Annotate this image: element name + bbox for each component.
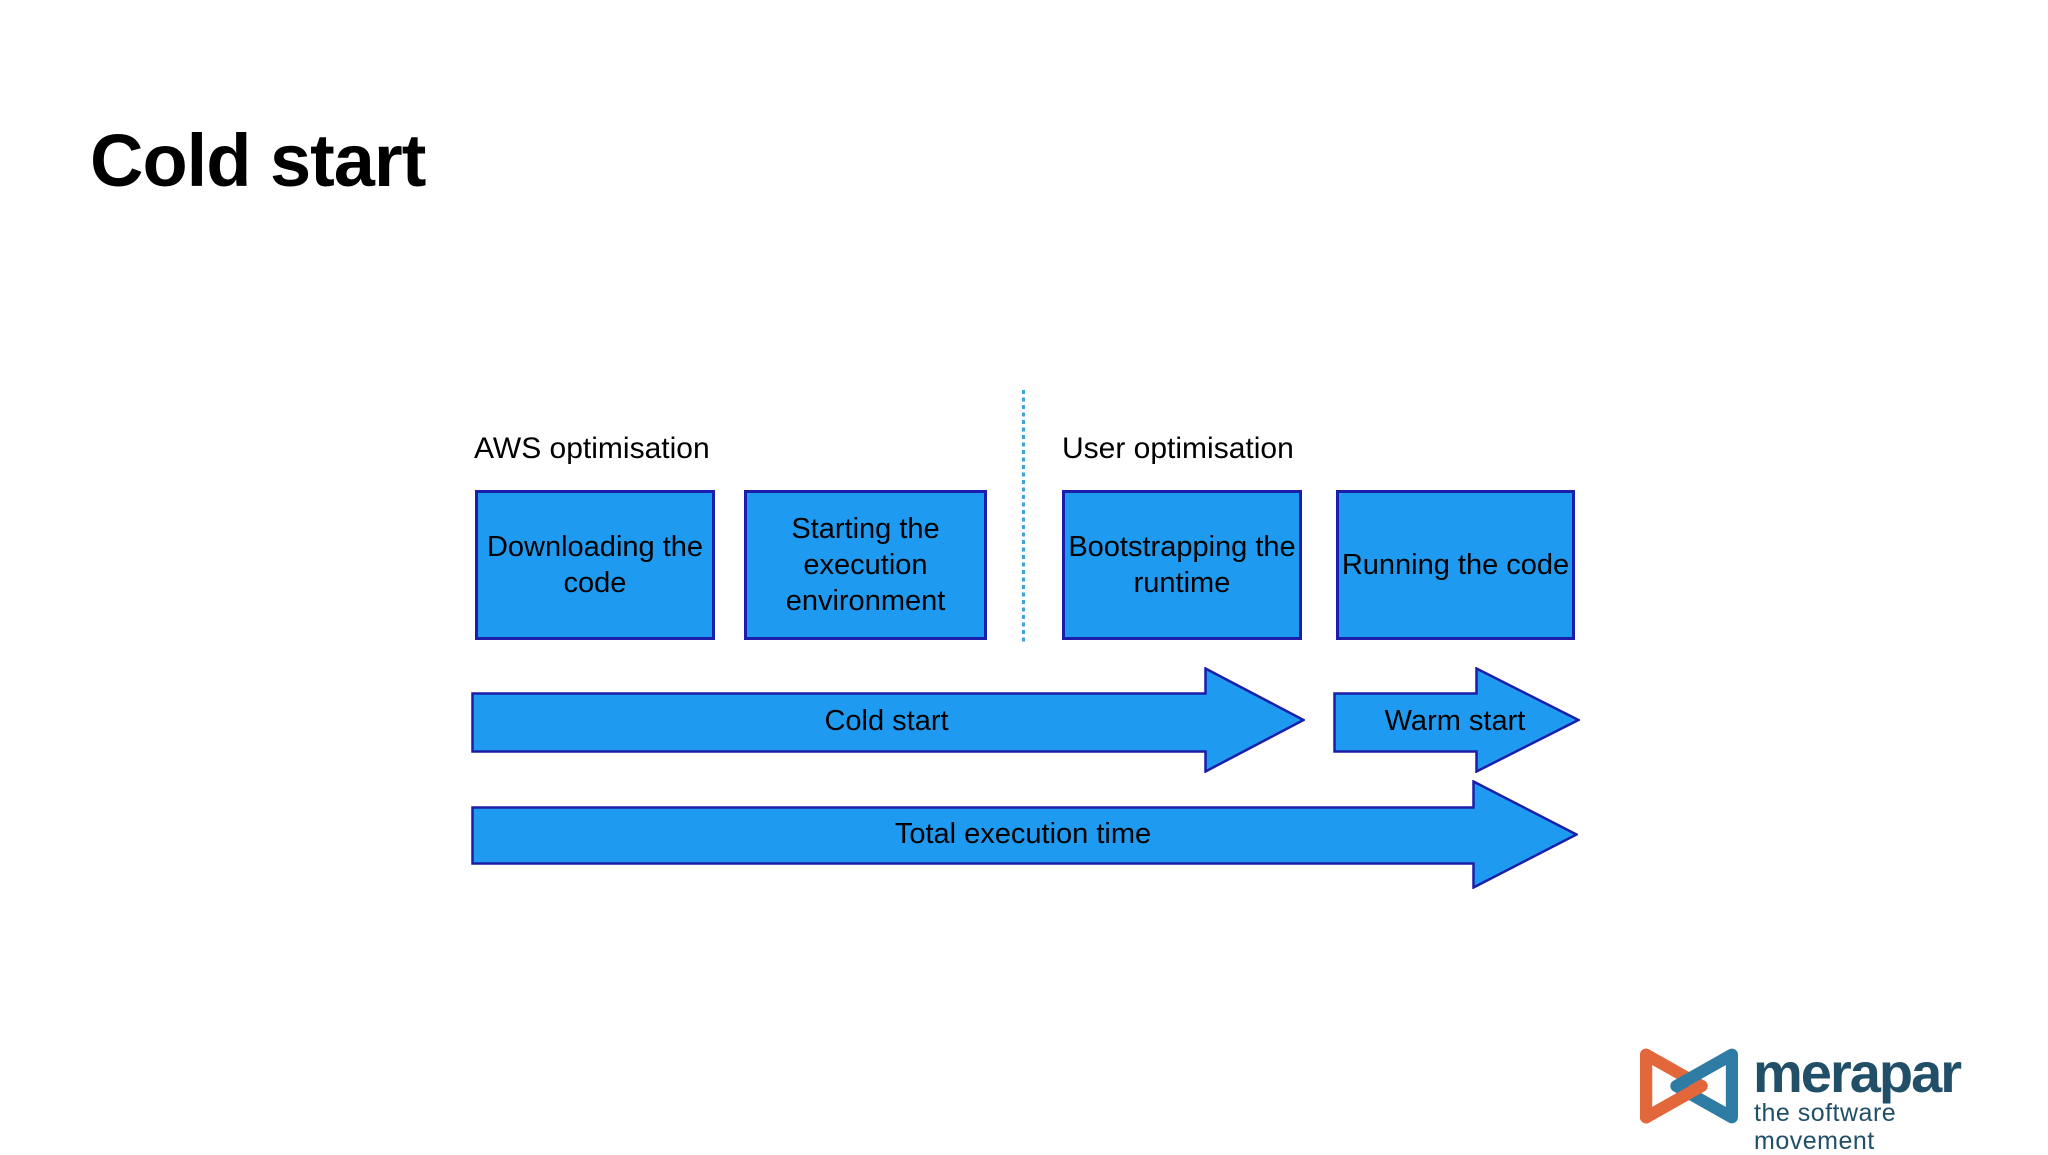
merapar-logo: merapar the software movement: [1637, 1041, 2017, 1155]
total-execution-time-arrow-label: Total execution time: [894, 817, 1152, 850]
merapar-logo-icon: [1640, 1048, 1738, 1124]
merapar-tagline-text: the software movement: [1754, 1099, 1897, 1155]
section-divider-dashed-line: [1022, 390, 1025, 645]
phase-box-downloading-code: Downloading the code: [475, 490, 715, 640]
merapar-brand-text: merapar: [1753, 1041, 1962, 1104]
section-label-aws-optimisation: AWS optimisation: [474, 432, 710, 465]
warm-start-arrow: [1333, 667, 1580, 773]
phase-box-label: Starting the execution environment: [785, 513, 946, 617]
total-execution-time-arrow: [471, 780, 1578, 889]
phase-box-running-code: Running the code: [1336, 490, 1575, 640]
page-title: Cold start: [90, 119, 426, 202]
section-label-user-optimisation: User optimisation: [1062, 432, 1294, 465]
phase-box-label: Running the code: [1341, 549, 1570, 581]
right-arrow-shape: [471, 780, 1578, 889]
phase-box-label: Bootstrapping the runtime: [1068, 531, 1296, 599]
warm-start-arrow-label: Warm start: [1384, 704, 1526, 737]
right-arrow-shape: [471, 667, 1305, 773]
phase-box-bootstrapping-runtime: Bootstrapping the runtime: [1062, 490, 1302, 640]
cold-start-arrow-label: Cold start: [824, 704, 949, 737]
cold-start-arrow: [471, 667, 1305, 773]
phase-box-starting-environment: Starting the execution environment: [744, 490, 987, 640]
right-arrow-shape: [1333, 667, 1580, 773]
phase-box-label: Downloading the code: [486, 531, 704, 599]
